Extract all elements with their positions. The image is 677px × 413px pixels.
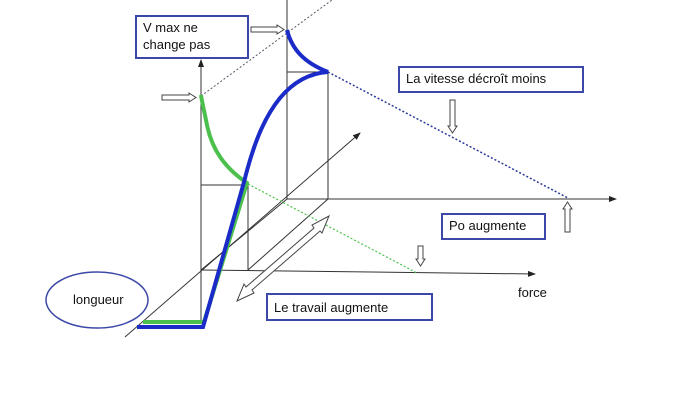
blue-curve xyxy=(137,29,329,329)
longueur-ellipse xyxy=(45,271,149,329)
vmax-dotted-line xyxy=(200,0,333,97)
vmax-label-box: V max ne change pas xyxy=(135,15,249,59)
hollow-arrow-right-icon xyxy=(250,24,285,35)
green-dotted-line xyxy=(247,183,418,274)
hollow-arrow-down-icon xyxy=(447,99,458,134)
travail-label-box: Le travail augmente xyxy=(266,293,433,321)
back-box xyxy=(287,71,329,199)
hollow-double-arrow-icon xyxy=(236,214,330,303)
hollow-arrow-up-icon xyxy=(562,201,573,233)
force-axis-label: force xyxy=(518,285,547,300)
po-label-box: Po augmente xyxy=(441,213,546,240)
longueur-label: longueur xyxy=(73,292,124,307)
origin-connector xyxy=(200,198,288,271)
front-force-axis xyxy=(200,269,536,277)
green-curve xyxy=(143,94,250,324)
vitesse-label-box: La vitesse décroît moins xyxy=(398,66,584,93)
hollow-arrow-right-icon xyxy=(161,92,197,103)
length-axis xyxy=(124,132,361,338)
box-connector xyxy=(247,198,329,271)
blue-dotted-line xyxy=(327,71,569,199)
hollow-arrow-down-icon xyxy=(415,245,426,267)
